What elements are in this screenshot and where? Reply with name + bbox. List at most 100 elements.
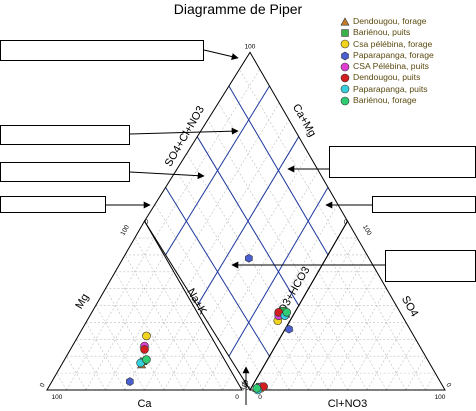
annotation-box-1 bbox=[0, 40, 204, 61]
legend-item: Dendougou, forage bbox=[340, 16, 434, 27]
axis-label-mg: Mg bbox=[73, 292, 91, 311]
anion-gridline bbox=[278, 339, 309, 391]
diamond bbox=[143, 51, 349, 391]
tick-label: 100 bbox=[119, 224, 131, 237]
diamond-blue-lines bbox=[165, 85, 329, 357]
legend-marker bbox=[340, 85, 350, 94]
legend-item: CSA Pélébina, puits bbox=[340, 61, 434, 72]
tick-label: 100 bbox=[245, 43, 256, 50]
legend-label: Dendougou, puits bbox=[353, 72, 421, 83]
legend-item: Bariénou, forage bbox=[340, 95, 434, 106]
tick-label: 100 bbox=[361, 224, 373, 237]
cation-gridline bbox=[105, 288, 165, 391]
point-diamond-3 bbox=[245, 253, 253, 263]
cation-gridline bbox=[114, 271, 184, 391]
cation-gridline bbox=[144, 305, 194, 391]
chart-title: Diagramme de Piper bbox=[173, 1, 303, 17]
diamond-class-line bbox=[228, 85, 329, 256]
diamond-class-line bbox=[196, 136, 300, 306]
legend-marker bbox=[340, 62, 350, 72]
tick-label: 0 bbox=[39, 382, 47, 389]
diamond-gridline bbox=[218, 170, 319, 340]
legend-item: Dendougou, puits bbox=[340, 72, 434, 83]
cation-gridline bbox=[56, 372, 67, 391]
legend-marker-icon bbox=[340, 96, 350, 106]
anion-gridline bbox=[308, 271, 378, 391]
annotation-arrow bbox=[129, 127, 239, 135]
anion-gridline bbox=[308, 288, 368, 391]
point-cation-2 bbox=[142, 331, 151, 341]
tick-label: 0 bbox=[344, 219, 348, 226]
cation-gridline bbox=[134, 237, 223, 391]
anion-gridline bbox=[366, 322, 407, 391]
diamond-gridline bbox=[154, 204, 261, 374]
legend-marker bbox=[340, 96, 350, 106]
diamond-class-line bbox=[228, 187, 329, 357]
diamond-gridline bbox=[207, 153, 309, 323]
legend-label: Csa pélébina, forage bbox=[353, 38, 433, 49]
anion-gridline bbox=[269, 237, 358, 391]
legend-label: Bariénou, forage bbox=[353, 95, 417, 106]
cation-gridline bbox=[105, 271, 175, 391]
anion-gridline bbox=[405, 356, 426, 391]
annotation-arrow bbox=[203, 49, 239, 60]
grid-lines bbox=[56, 68, 436, 391]
legend-marker-icon bbox=[341, 51, 349, 60]
axis-label-cl-no3: Cl+NO3 bbox=[328, 398, 367, 410]
anion-gridline bbox=[337, 237, 426, 391]
cation-gridline bbox=[124, 254, 204, 391]
axis-label-ca-mg: Ca+Mg bbox=[290, 102, 318, 139]
cation-gridline bbox=[66, 237, 155, 391]
cation-triangle bbox=[46, 220, 243, 391]
tick-label: 0 bbox=[145, 219, 149, 226]
cation-gridline bbox=[75, 339, 106, 391]
annotation-box-3 bbox=[0, 162, 130, 182]
legend-marker-icon bbox=[340, 62, 350, 72]
cation-gridline bbox=[95, 305, 145, 391]
legend-label: Paparapanga, forage bbox=[353, 49, 434, 60]
legend-marker bbox=[341, 51, 349, 60]
tick-label: 0 bbox=[235, 394, 239, 401]
legend-marker bbox=[340, 17, 350, 26]
point-cation-5 bbox=[140, 345, 149, 354]
annotation-box-6 bbox=[372, 196, 476, 213]
diamond-gridline bbox=[218, 102, 319, 272]
legend-marker bbox=[341, 29, 349, 37]
diamond-gridline bbox=[207, 119, 309, 289]
tick-label: 0 bbox=[258, 394, 262, 401]
legend-label: Paparapanga, puits bbox=[353, 83, 428, 94]
tick-label: 100 bbox=[240, 379, 252, 392]
anion-gridline bbox=[259, 372, 270, 391]
legend-marker bbox=[340, 73, 350, 83]
legend-marker-icon bbox=[340, 73, 350, 83]
diamond-gridline bbox=[186, 153, 290, 323]
legend-label: Bariénou, puits bbox=[353, 27, 411, 38]
annotation-box-7 bbox=[385, 250, 476, 282]
tick-label: 100 bbox=[435, 394, 446, 401]
diamond-gridline bbox=[154, 68, 261, 239]
annotation-arrows bbox=[106, 49, 385, 405]
axis-label-ca: Ca bbox=[137, 398, 152, 410]
anion-gridline bbox=[347, 305, 397, 391]
legend-marker-icon bbox=[340, 85, 350, 94]
anion-gridline bbox=[288, 322, 329, 391]
legend-item: Paparapanga, puits bbox=[340, 84, 434, 95]
point-diamond-7 bbox=[282, 308, 292, 317]
annotation-box-4 bbox=[0, 196, 106, 213]
diamond-gridline bbox=[175, 170, 280, 340]
cation-gridline bbox=[222, 372, 233, 391]
legend-label: CSA Pélébina, puits bbox=[353, 61, 429, 72]
cation-gridline bbox=[163, 322, 204, 391]
point-cation-7 bbox=[142, 355, 151, 364]
anion-gridline bbox=[327, 254, 407, 391]
cation-gridline bbox=[183, 339, 214, 391]
anion-gridline bbox=[298, 305, 348, 391]
annotation-box-5 bbox=[329, 146, 476, 178]
data-points bbox=[126, 253, 293, 395]
cation-gridline bbox=[85, 322, 126, 391]
point-cation-3 bbox=[126, 377, 134, 386]
plot-frames bbox=[46, 51, 446, 391]
point-anion-7 bbox=[252, 384, 262, 393]
